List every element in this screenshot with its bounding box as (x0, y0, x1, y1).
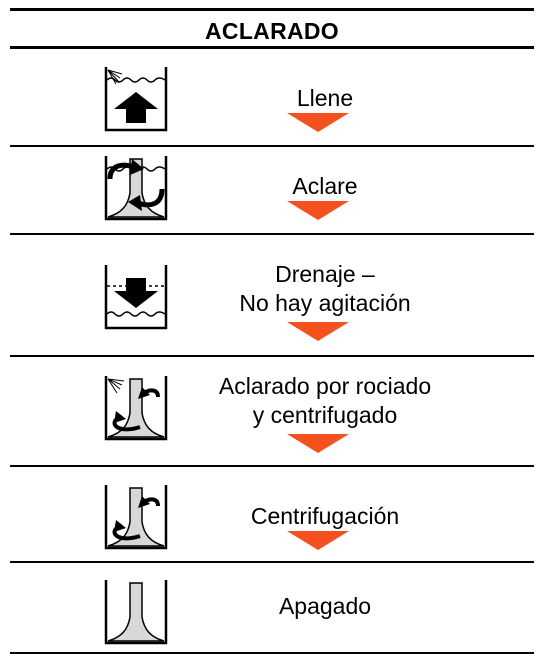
off-icon (104, 580, 168, 645)
step-label: Centrifugación (175, 502, 475, 531)
down-arrow-icon (287, 531, 349, 550)
drain-icon (104, 265, 168, 330)
step-label: Aclarado por rociado y centrifugado (175, 372, 475, 430)
fill-tub-icon (104, 67, 168, 132)
step-label-line: Aclarado por rociado (218, 373, 432, 399)
step-label-line: Apagado (278, 593, 372, 619)
step-divider (10, 561, 534, 563)
top-rule (10, 8, 534, 11)
step-label: Llene (175, 84, 475, 113)
step-label-line: Centrifugación (250, 503, 400, 529)
step-divider (10, 355, 534, 357)
page-title: ACLARADO (205, 18, 339, 44)
step-label-line: Llene (296, 85, 354, 111)
step-divider (10, 233, 534, 235)
down-arrow-icon (287, 113, 349, 132)
step-label-line: Aclare (292, 173, 358, 199)
step-label: Apagado (175, 592, 475, 621)
step-divider (10, 145, 534, 147)
step-label-line: No hay agitación (239, 290, 411, 316)
down-arrow-icon (287, 322, 349, 341)
bottom-rule (10, 652, 534, 654)
rinse-agitate-icon (104, 156, 168, 221)
step-label-line: Drenaje – (275, 261, 375, 287)
step-label: Drenaje – No hay agitación (175, 260, 475, 318)
down-arrow-icon (287, 201, 349, 220)
header-rule (10, 46, 534, 49)
step-divider (10, 465, 534, 467)
step-label-line: y centrifugado (252, 402, 398, 428)
down-arrow-icon (287, 434, 349, 453)
step-label: Aclare (175, 172, 475, 201)
spin-icon (104, 485, 168, 550)
spray-rinse-spin-icon (104, 376, 168, 441)
